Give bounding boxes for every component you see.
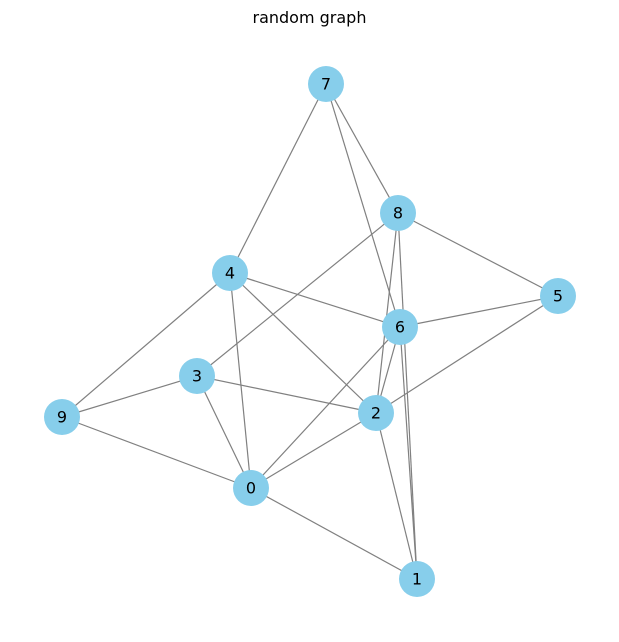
node-circle-4	[212, 255, 248, 291]
node-0: 0	[233, 470, 269, 506]
node-circle-3	[179, 358, 215, 394]
edge-9-0	[61, 416, 252, 489]
node-label-0: 0	[246, 479, 256, 498]
edge-7-8	[325, 83, 399, 214]
edge-6-1	[399, 326, 418, 580]
node-8: 8	[380, 195, 416, 231]
edge-7-6	[325, 83, 401, 328]
node-6: 6	[382, 309, 418, 345]
edge-0-1	[250, 487, 418, 580]
edge-3-9	[61, 375, 198, 418]
edge-2-1	[375, 412, 418, 580]
node-label-2: 2	[371, 404, 381, 423]
edge-4-2	[229, 272, 377, 414]
edge-3-2	[196, 375, 377, 414]
node-label-1: 1	[412, 570, 422, 589]
nodes-layer: 0 1 2 3 4 5 6 7 8 9	[44, 66, 576, 597]
node-circle-9	[44, 399, 80, 435]
edge-3-0	[196, 375, 252, 489]
node-label-3: 3	[192, 367, 202, 386]
node-3: 3	[179, 358, 215, 394]
edge-8-2	[375, 212, 399, 414]
edge-4-6	[229, 272, 401, 328]
edge-6-0	[250, 326, 401, 489]
edge-8-5	[397, 212, 559, 297]
edge-2-0	[250, 412, 377, 489]
node-9: 9	[44, 399, 80, 435]
edge-6-5	[399, 295, 559, 328]
node-label-5: 5	[553, 287, 563, 306]
node-circle-1	[399, 561, 435, 597]
node-5: 5	[540, 278, 576, 314]
node-circle-6	[382, 309, 418, 345]
node-label-8: 8	[393, 204, 403, 223]
node-label-6: 6	[395, 318, 405, 337]
edges-layer	[61, 83, 559, 580]
node-4: 4	[212, 255, 248, 291]
node-circle-7	[308, 66, 344, 102]
node-circle-8	[380, 195, 416, 231]
edge-7-4	[229, 83, 327, 274]
edge-4-0	[229, 272, 252, 489]
edge-4-9	[61, 272, 231, 418]
node-2: 2	[358, 395, 394, 431]
graph-title: random graph	[252, 8, 367, 27]
node-circle-2	[358, 395, 394, 431]
edge-8-1	[397, 212, 418, 580]
node-label-9: 9	[57, 408, 67, 427]
node-circle-0	[233, 470, 269, 506]
node-label-7: 7	[321, 75, 331, 94]
node-label-4: 4	[225, 264, 235, 283]
node-1: 1	[399, 561, 435, 597]
node-7: 7	[308, 66, 344, 102]
node-circle-5	[540, 278, 576, 314]
edge-5-2	[375, 295, 559, 414]
